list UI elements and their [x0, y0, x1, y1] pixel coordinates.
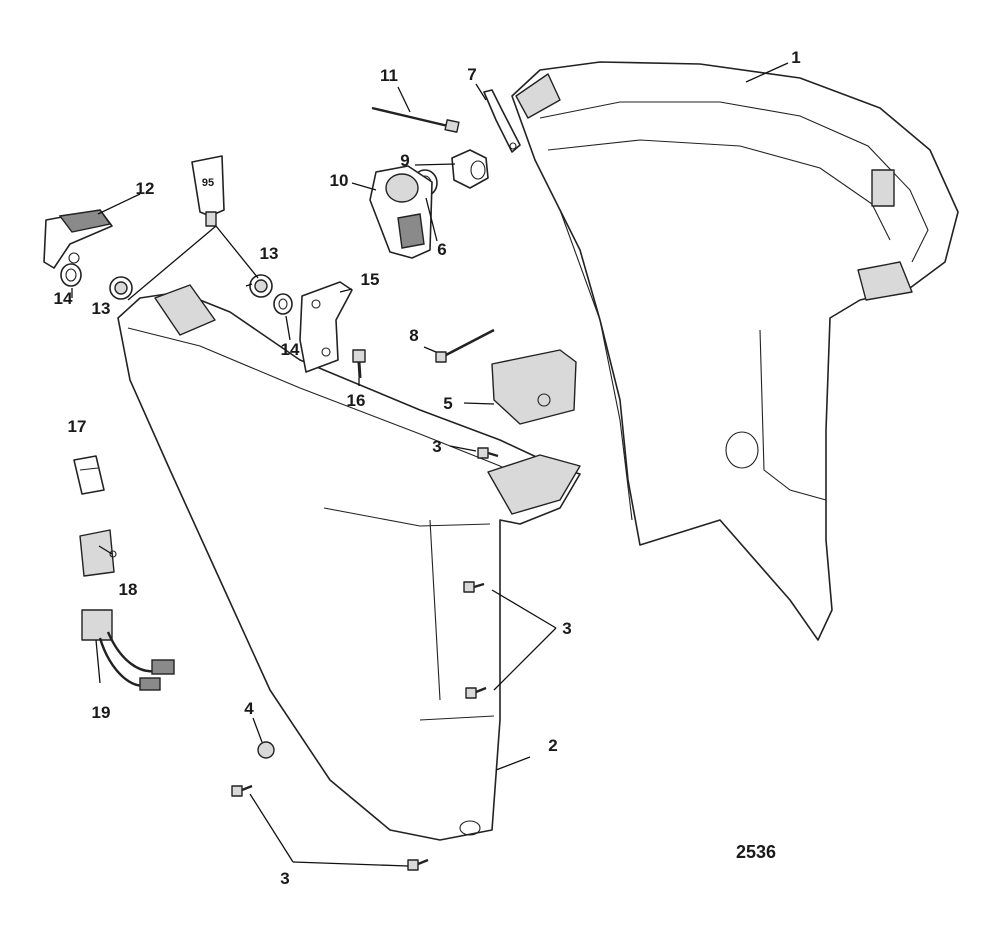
part-11-bolt: [371, 106, 460, 133]
part-9-knob: [451, 149, 489, 189]
part-14-washer-right: [273, 293, 293, 315]
part-3-screw-lower-a: [231, 784, 253, 797]
part-5-cover: [491, 349, 577, 425]
part-4-washer: [257, 741, 275, 759]
top-cowl: [511, 61, 959, 641]
callout-16: 16: [347, 391, 366, 410]
part-16-bolt: [352, 349, 366, 379]
callout-19: 19: [92, 703, 111, 722]
callout-labels: 1 2 3 3 3 4 5 6 7 8 9 10 11 12 13 13 14 …: [54, 48, 801, 888]
part-15-plate: [299, 281, 353, 373]
bottom-cowl: [117, 284, 581, 841]
part-sealant-tube: 95: [191, 155, 225, 227]
part-8-bolt: [435, 328, 495, 363]
callout-4: 4: [244, 699, 254, 718]
callout-3-mid: 3: [562, 619, 571, 638]
callout-14-right: 14: [281, 340, 300, 359]
part-13-bushing-right: [249, 274, 273, 298]
callout-2: 2: [548, 736, 557, 755]
part-12-latch-handle: [43, 209, 113, 269]
part-3-screw-lower-b: [407, 858, 429, 871]
part-19-harness: [81, 609, 175, 691]
callout-17: 17: [68, 417, 87, 436]
callout-18: 18: [119, 580, 138, 599]
callout-13-left: 13: [92, 299, 111, 318]
part-18-switch: [79, 529, 117, 577]
callout-13-right: 13: [260, 244, 279, 263]
figure-number: 2536: [736, 842, 776, 862]
callout-9: 9: [400, 151, 409, 170]
callout-5: 5: [443, 394, 452, 413]
part-14-washer-left: [60, 263, 82, 287]
part-17-clip: [73, 455, 105, 495]
callout-11: 11: [380, 66, 398, 85]
part-3-screw-mid-b: [465, 686, 487, 699]
callout-3-upper: 3: [432, 437, 441, 456]
part-3-screw-upper: [477, 447, 499, 459]
callout-12: 12: [136, 179, 155, 198]
callout-10: 10: [330, 171, 349, 190]
callout-14-left: 14: [54, 289, 73, 308]
callout-7: 7: [467, 65, 476, 84]
callout-8: 8: [409, 326, 418, 345]
callout-15: 15: [361, 270, 380, 289]
sealant-tube-label: 95: [202, 177, 214, 189]
part-13-bushing-left: [109, 276, 133, 300]
callout-6: 6: [437, 240, 446, 259]
part-3-screw-mid-a: [463, 581, 485, 593]
part-7-bracket: [483, 89, 521, 153]
callout-1: 1: [791, 48, 800, 67]
leader-lines: [71, 62, 789, 867]
part-10-latch-housing: [369, 165, 433, 259]
callout-3-lower: 3: [280, 869, 289, 888]
